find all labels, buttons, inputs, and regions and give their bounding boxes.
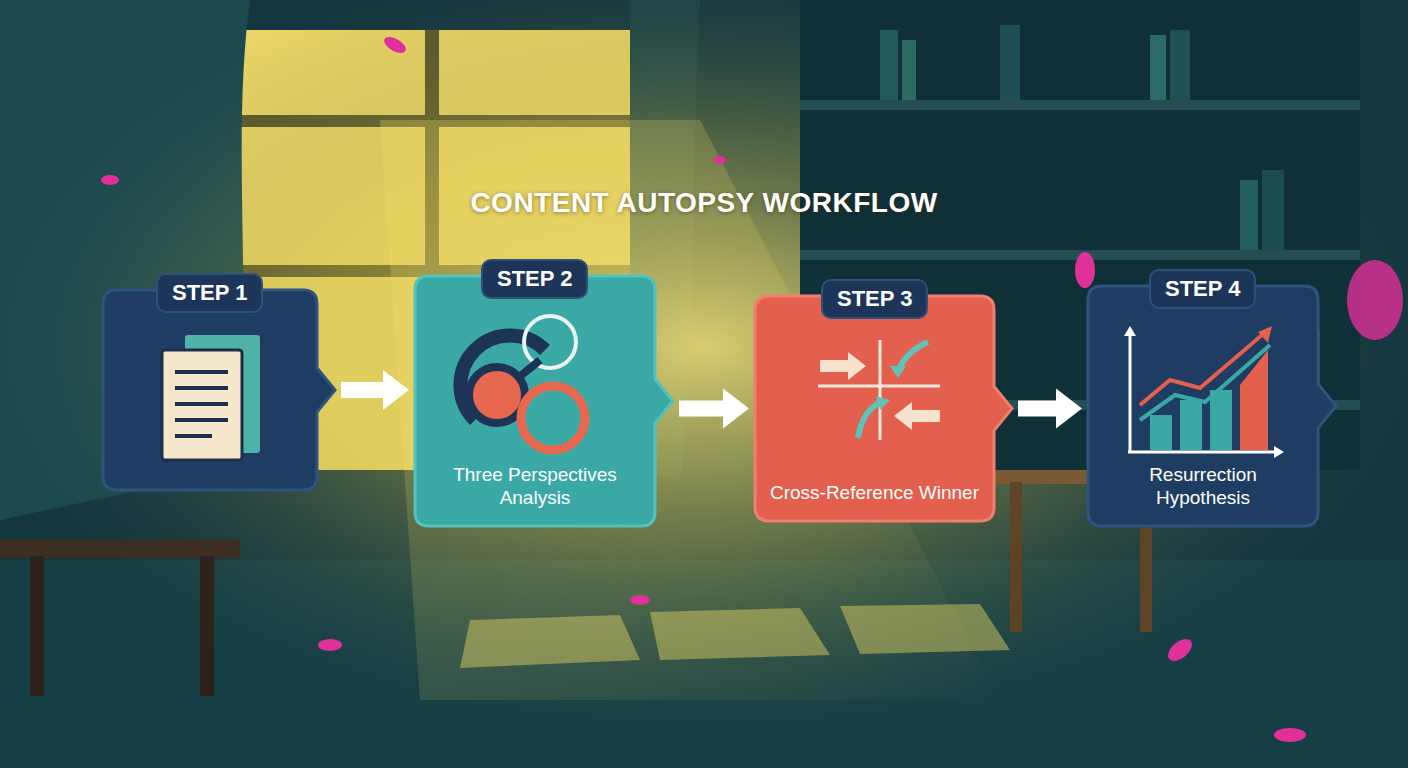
- step-label: Resurrection Hypothesis: [1100, 463, 1306, 511]
- flow-arrow: [1018, 389, 1082, 429]
- step-box: STEP 4Resurrection Hypothesis: [1088, 286, 1336, 526]
- arrow-shaft: [679, 401, 723, 417]
- arrow-shaft: [1018, 401, 1056, 417]
- step-label: Cross-Reference Winner: [767, 481, 982, 505]
- arrow-head: [1056, 389, 1082, 429]
- step-label: Three Perspectives Analysis: [427, 463, 643, 511]
- step-outline: [1088, 286, 1336, 526]
- document-icon: [162, 335, 260, 460]
- step-box: STEP 3Cross-Reference Winner: [755, 296, 1012, 521]
- flow-arrow: [679, 389, 749, 429]
- step-badge: STEP 2: [481, 259, 588, 299]
- arrow-shaft: [341, 382, 383, 398]
- cross-reference-icon: [818, 340, 940, 440]
- step-box: STEP 1: [103, 290, 335, 490]
- step-outline: [415, 276, 673, 526]
- step-box: STEP 2Three Perspectives Analysis: [415, 276, 673, 526]
- step-shape: [103, 290, 335, 490]
- chart-icon: [1124, 326, 1284, 458]
- petals: [101, 34, 1403, 742]
- perspectives-icon: [460, 316, 585, 450]
- arrow-head: [723, 389, 749, 429]
- step-outline: [755, 296, 1012, 521]
- diagram-title: CONTENT AUTOPSY WORKFLOW: [0, 187, 1408, 219]
- step-badge: STEP 4: [1149, 269, 1256, 309]
- step-outline: [103, 290, 335, 490]
- step-badge: STEP 3: [821, 279, 928, 319]
- floor-light: [460, 604, 1010, 668]
- arrow-head: [383, 370, 409, 410]
- flow-arrow: [341, 370, 409, 410]
- step-badge: STEP 1: [156, 273, 263, 313]
